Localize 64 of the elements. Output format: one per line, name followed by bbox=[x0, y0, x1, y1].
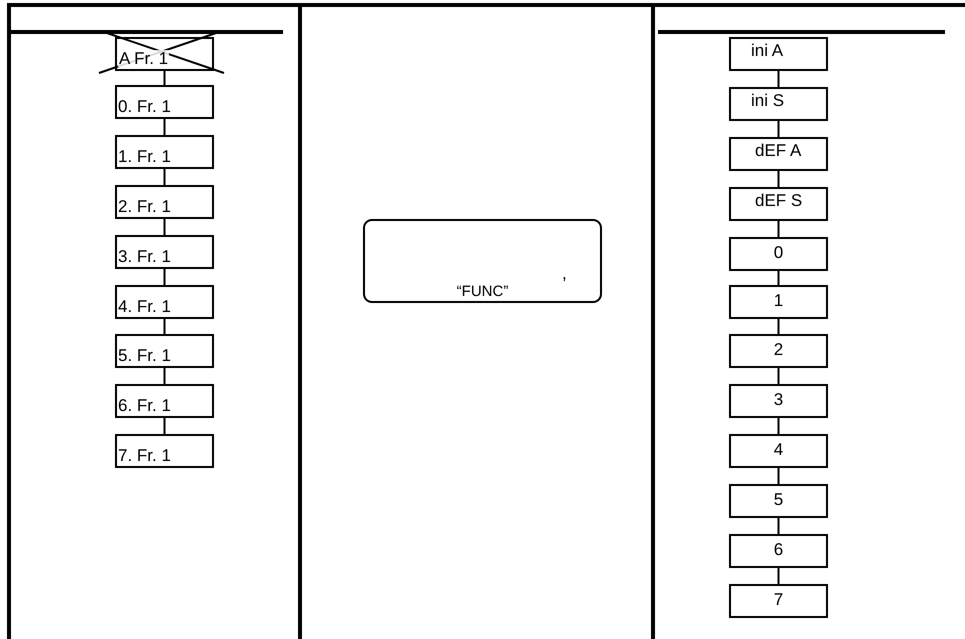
connector-line bbox=[778, 319, 780, 334]
box-label: 5 bbox=[774, 491, 784, 508]
box-label: 5. Fr. 1 bbox=[118, 347, 171, 364]
box-label: ini S bbox=[751, 92, 784, 109]
box-label: 1. Fr. 1 bbox=[118, 148, 171, 165]
process-box bbox=[115, 285, 214, 319]
process-box bbox=[115, 434, 214, 468]
process-box bbox=[115, 85, 214, 119]
box-label: 1 bbox=[774, 292, 784, 309]
connector-line bbox=[164, 169, 166, 185]
box-label: 7. Fr. 1 bbox=[118, 447, 171, 464]
connector-line bbox=[164, 219, 166, 235]
process-box bbox=[115, 37, 214, 71]
process-box bbox=[729, 534, 828, 568]
box-label: 6 bbox=[774, 541, 784, 558]
box-label: 0 bbox=[774, 244, 784, 261]
box-label: 2 bbox=[774, 341, 784, 358]
process-box bbox=[115, 384, 214, 418]
box-label: , bbox=[562, 265, 567, 282]
process-box bbox=[115, 185, 214, 219]
process-box bbox=[729, 137, 828, 171]
box-label: 6. Fr. 1 bbox=[118, 397, 171, 414]
process-box bbox=[729, 37, 828, 71]
box-label: ini A bbox=[751, 42, 784, 59]
process-box bbox=[729, 285, 828, 319]
connector-line bbox=[164, 269, 166, 285]
box-label: A Fr. 1 bbox=[118, 50, 170, 67]
process-box bbox=[729, 484, 828, 518]
connector-line bbox=[164, 368, 166, 384]
connector-line bbox=[164, 319, 166, 334]
connector-line bbox=[164, 71, 166, 85]
process-box bbox=[115, 135, 214, 169]
connector-line bbox=[778, 121, 780, 137]
process-box bbox=[115, 235, 214, 269]
connector-line bbox=[778, 221, 780, 237]
process-box bbox=[729, 87, 828, 121]
process-box bbox=[729, 334, 828, 368]
connector-line bbox=[778, 418, 780, 434]
box-label: dEF S bbox=[755, 192, 802, 209]
process-box bbox=[729, 187, 828, 221]
process-box bbox=[115, 334, 214, 368]
connector-line bbox=[778, 518, 780, 534]
connector-line bbox=[778, 368, 780, 384]
process-box bbox=[729, 384, 828, 418]
box-label: 7 bbox=[774, 591, 784, 608]
connector-line bbox=[778, 71, 780, 87]
box-label: 3 bbox=[774, 391, 784, 408]
rounded-box bbox=[363, 219, 602, 303]
connector-line bbox=[778, 171, 780, 187]
box-label: 3. Fr. 1 bbox=[118, 248, 171, 265]
connector-line bbox=[778, 568, 780, 584]
box-label: 2. Fr. 1 bbox=[118, 198, 171, 215]
process-box bbox=[729, 237, 828, 271]
box-label: “FUNC” bbox=[456, 284, 508, 299]
box-label: 0. Fr. 1 bbox=[118, 98, 171, 115]
box-label: dEF A bbox=[755, 142, 802, 159]
connector-line bbox=[164, 119, 166, 135]
box-label: 4 bbox=[774, 441, 784, 458]
connector-line bbox=[778, 468, 780, 484]
process-box bbox=[729, 584, 828, 618]
process-box bbox=[729, 434, 828, 468]
connector-line bbox=[164, 418, 166, 434]
box-label: 4. Fr. 1 bbox=[118, 298, 171, 315]
connector-line bbox=[778, 271, 780, 285]
